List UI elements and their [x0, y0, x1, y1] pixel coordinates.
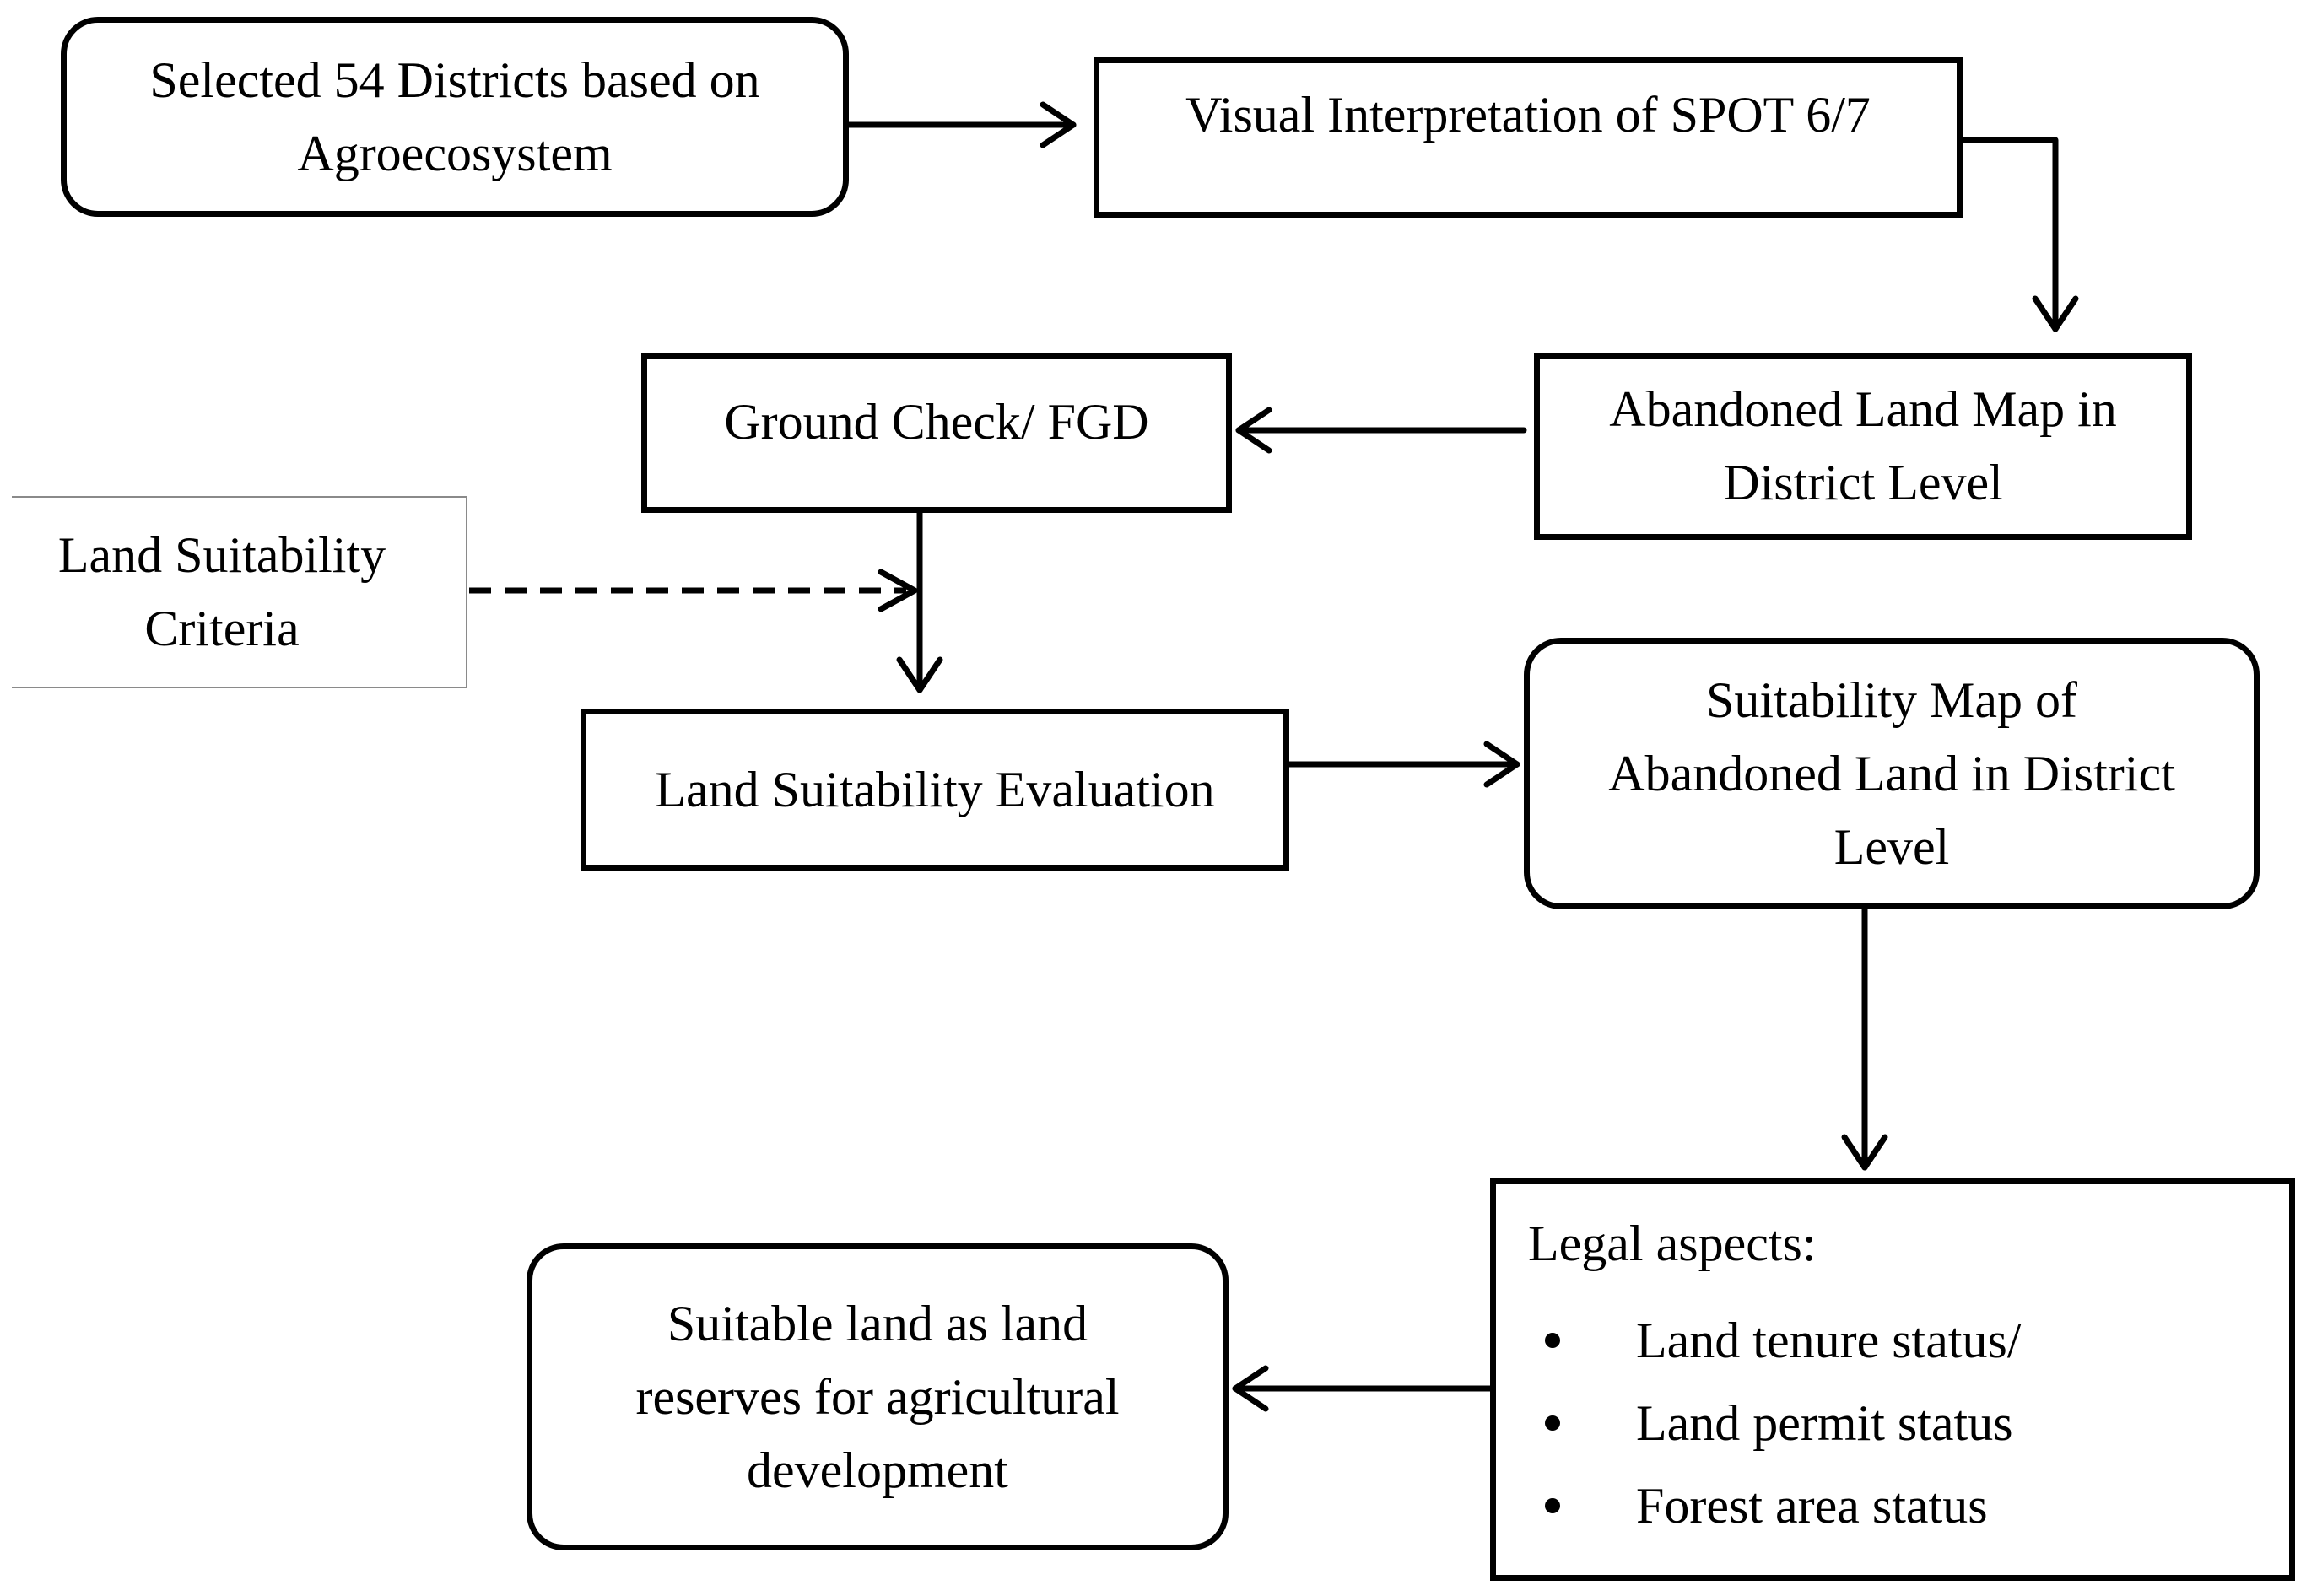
legal-aspects-item: Land permit status [1528, 1382, 2013, 1464]
selected-districts-line-1: Selected 54 Districts based on [149, 51, 760, 108]
arrowhead-criteria-dashed [878, 569, 918, 612]
suitable-land-box: Suitable land as land reserves for agric… [527, 1243, 1229, 1550]
ground-check-line-1: Ground Check/ FGD [724, 394, 1149, 450]
suitability-map-box: Suitability Map of Abandoned Land in Dis… [1524, 638, 2260, 909]
legal-aspects-item-text: Land permit status [1636, 1394, 2013, 1451]
abandoned-land-map-line-2: District Level [1723, 455, 2003, 510]
land-suitability-evaluation-line-1: Land Suitability Evaluation [655, 761, 1215, 817]
land-suitability-criteria-line-2: Criteria [144, 601, 300, 656]
abandoned-land-map-line-1: Abandoned Land Map in [1609, 381, 2117, 437]
legal-aspects-item: Forest area status [1528, 1464, 1988, 1547]
land-suitability-criteria-box: Land Suitability Criteria [12, 496, 467, 688]
land-suitability-criteria-line-1: Land Suitability [57, 527, 386, 583]
visual-interpretation-box: Visual Interpretation of SPOT 6/7 [1094, 57, 1963, 218]
suitable-land-line-3: development [747, 1442, 1008, 1498]
legal-aspects-item-text: Forest area status [1636, 1477, 1988, 1534]
bullet-icon [1545, 1333, 1560, 1348]
abandoned-land-map-box: Abandoned Land Map in District Level [1534, 353, 2192, 540]
suitable-land-line-1: Suitable land as land [667, 1295, 1088, 1351]
arrowhead-legal-to-suitable-land [1232, 1365, 1269, 1412]
bullet-icon [1545, 1498, 1560, 1513]
selected-districts-box: Selected 54 Districts based on Agroecosy… [61, 17, 849, 217]
arrowhead-abandoned-to-ground [1235, 407, 1272, 454]
suitable-land-line-2: reserves for agricultural [635, 1368, 1120, 1425]
arrow-visual-to-abandoned [1959, 137, 2059, 332]
suitability-map-line-3: Level [1833, 818, 1950, 875]
visual-interpretation-line-1: Visual Interpretation of SPOT 6/7 [1185, 87, 1871, 143]
land-suitability-evaluation-box: Land Suitability Evaluation [581, 709, 1289, 871]
ground-check-box: Ground Check/ FGD [641, 353, 1232, 513]
legal-aspects-item-text: Land tenure status/ [1636, 1312, 2022, 1368]
legal-aspects-item: Land tenure status/ [1528, 1299, 2022, 1382]
legal-aspects-box: Legal aspects: Land tenure status/ Land … [1490, 1178, 2295, 1581]
suitability-map-line-1: Suitability Map of [1706, 671, 2077, 728]
arrowhead-evaluation-to-suitability-map [1483, 741, 1520, 788]
arrowhead-ground-to-evaluation [896, 656, 943, 693]
legal-aspects-title: Legal aspects: [1528, 1216, 1817, 1271]
arrowhead-districts-to-visual [1040, 101, 1077, 148]
bullet-icon [1545, 1415, 1560, 1431]
arrowhead-suitability-map-to-legal [1841, 1134, 1888, 1171]
suitability-map-line-2: Abandoned Land in District [1608, 745, 2175, 801]
arrowhead-visual-to-abandoned [2032, 295, 2079, 332]
selected-districts-line-2: Agroecosystem [297, 125, 613, 181]
